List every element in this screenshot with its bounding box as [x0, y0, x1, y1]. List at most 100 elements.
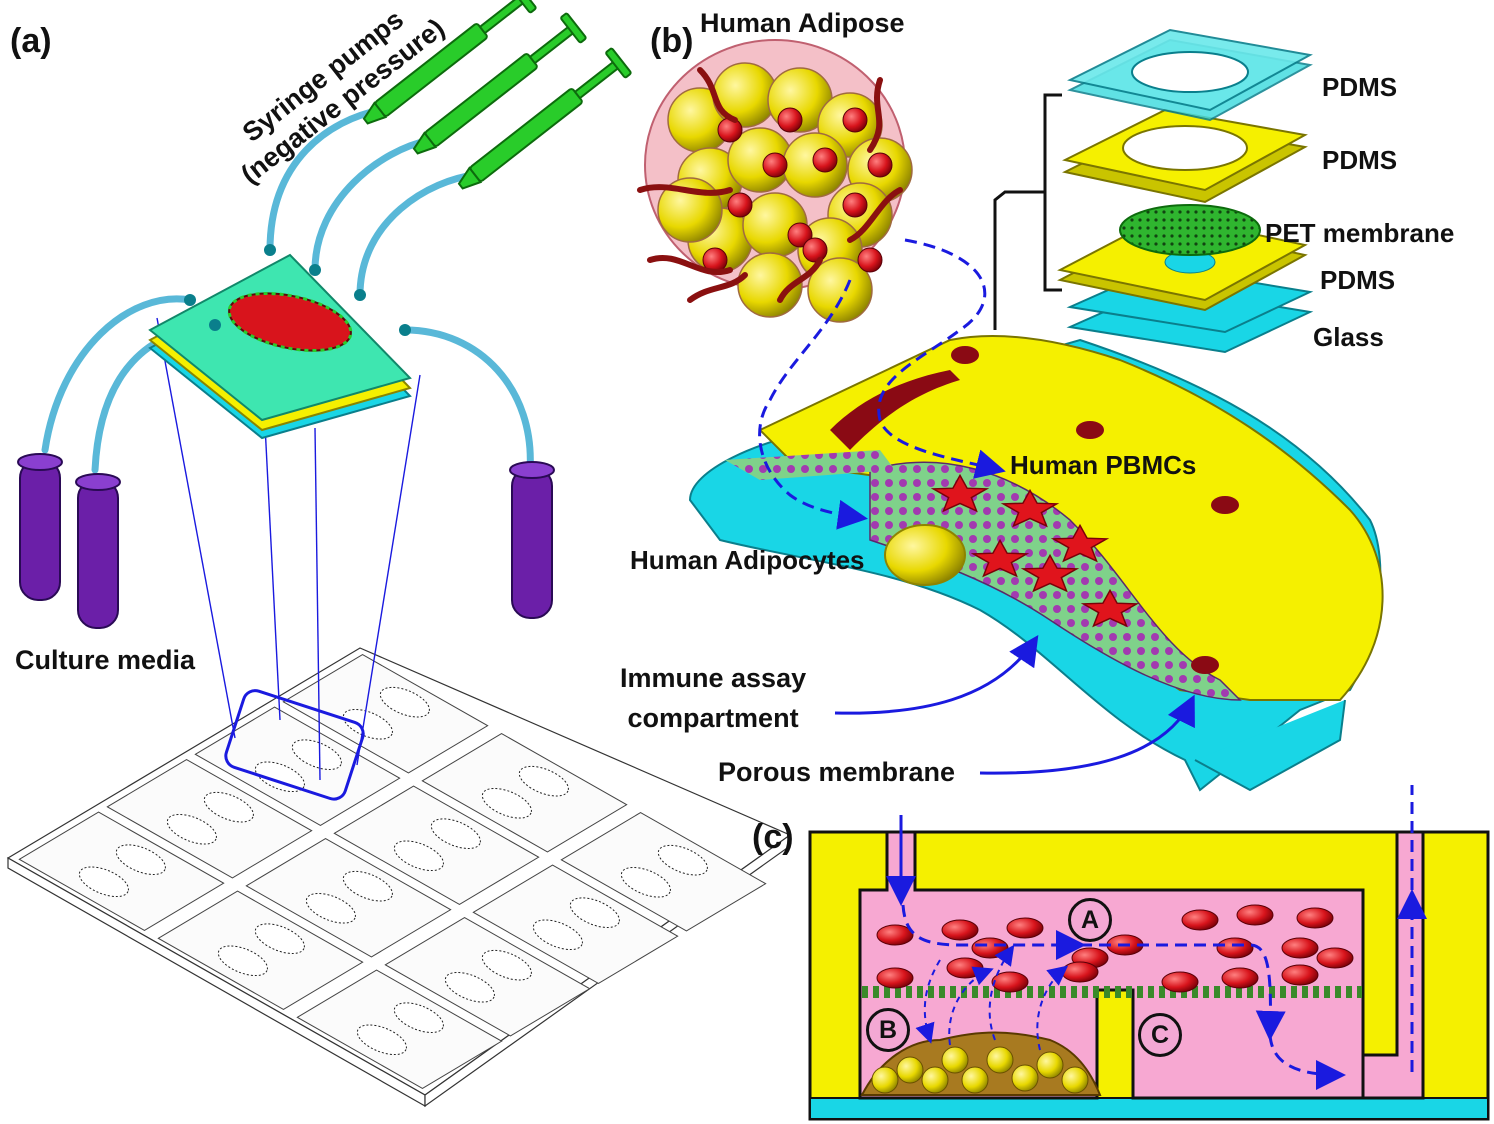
chip-tile — [194, 706, 401, 827]
vial-icon — [509, 461, 555, 619]
blood-vessel — [687, 272, 748, 303]
immune-cell — [802, 237, 828, 263]
panel-label-a: (a) — [10, 22, 52, 60]
chip-chamber-outline — [532, 919, 583, 951]
adipocyte — [941, 1046, 969, 1074]
syringe-icon — [412, 12, 587, 155]
panel-label-b: (b) — [650, 22, 694, 60]
layer-label-pdms-3: PDMS — [1320, 265, 1396, 295]
chip-chamber-outline — [115, 844, 166, 875]
chip-chamber-outline — [217, 945, 268, 977]
chip-tile — [245, 837, 452, 958]
chip-tile — [333, 785, 540, 906]
immune-cell — [1296, 907, 1334, 929]
chip-tile — [282, 653, 489, 774]
blood-vessel — [847, 187, 903, 243]
syringe-icon — [457, 47, 632, 190]
adipocyte — [871, 1066, 899, 1094]
porous-membrane-arrow — [979, 694, 1195, 775]
chip-chamber-outline — [78, 866, 129, 898]
layer-label-pet-membrane: PET membrane — [1265, 218, 1455, 248]
blood-vessel — [867, 77, 883, 153]
immune-cell — [1161, 971, 1199, 993]
culture-media-label: Culture media — [15, 645, 196, 675]
chip-chamber-outline — [444, 971, 495, 1003]
chip-chamber-outline — [481, 787, 532, 819]
porous-membrane-label: Porous membrane — [718, 757, 956, 787]
pet-membrane-layer — [1119, 204, 1261, 256]
immune-cell — [1061, 961, 1099, 983]
blood-vessel — [637, 184, 733, 196]
immune-cell — [1221, 967, 1259, 989]
immune-cell — [876, 924, 914, 946]
pbmc-cell — [930, 473, 990, 513]
chip-tile — [296, 969, 503, 1090]
panel-a-artwork — [6, 0, 792, 1108]
tubing — [41, 106, 534, 474]
chip-chamber-outline — [569, 897, 620, 928]
adipocyte — [986, 1046, 1014, 1074]
immune-cell — [787, 222, 813, 248]
chip-chamber-outline — [356, 1024, 407, 1056]
chip-tile — [421, 732, 628, 853]
flow-arrows-c — [886, 785, 1427, 1090]
chip-chamber-outline — [393, 1002, 444, 1033]
immune-cell — [842, 107, 868, 133]
adipocyte — [896, 1056, 924, 1084]
chip-tile — [384, 916, 591, 1037]
layer-bracket — [993, 93, 1062, 330]
chip-chamber-outline — [254, 761, 305, 793]
chip-chamber-outline — [342, 708, 393, 740]
chip-chamber-outline — [379, 686, 430, 718]
chip-chamber-outline — [620, 866, 671, 898]
vial-icon — [17, 453, 63, 601]
panel-label-c: (c) — [752, 818, 794, 856]
panel-b-artwork — [637, 28, 1384, 792]
immune-cell — [1316, 947, 1354, 969]
pdms-middle-layer — [1062, 108, 1308, 204]
immune-cell — [1216, 937, 1254, 959]
immune-cell — [867, 152, 893, 178]
chip-chamber-outline — [518, 765, 569, 797]
chip-chamber-outline — [657, 844, 708, 876]
chip-tile — [560, 811, 767, 932]
chip-chamber-outline — [393, 840, 444, 872]
glass-base — [809, 1097, 1489, 1120]
immune-cell — [1236, 904, 1274, 926]
single-chip-device — [148, 244, 412, 440]
immune-cell — [941, 919, 979, 941]
pdms-top-layer — [1067, 28, 1313, 122]
compartment-b-label: B — [866, 1008, 910, 1052]
adipocyte — [1036, 1051, 1064, 1079]
immune-cell — [857, 247, 883, 273]
chip-chamber-outline — [166, 813, 217, 845]
chip-array-plate — [6, 647, 792, 1108]
syringe-icon — [362, 0, 537, 125]
flow-path-adipocytes — [758, 279, 868, 530]
immune-cell — [1281, 937, 1319, 959]
chip-tile — [18, 811, 225, 932]
immune-cell — [1281, 964, 1319, 986]
vial-icon — [75, 473, 121, 629]
chip-chamber-outline — [430, 818, 481, 849]
immune-cell — [946, 957, 984, 979]
immune-cell — [717, 117, 743, 143]
immune-assay-arrow — [834, 635, 1039, 715]
adipocyte — [921, 1066, 949, 1094]
chip-tile — [472, 864, 679, 985]
compartment-c-label: C — [1138, 1013, 1182, 1057]
layer-stack — [993, 28, 1314, 354]
panel-c-artwork — [808, 785, 1490, 1121]
pbmc-cell — [1080, 588, 1140, 628]
immune-cell — [812, 147, 838, 173]
pbmc-cell — [1050, 523, 1110, 563]
chip-chamber-outline — [291, 739, 342, 770]
immune-cell — [727, 192, 753, 218]
immune-assay-line2: compartment — [627, 703, 799, 733]
immune-cell — [777, 107, 803, 133]
human-pbmcs-label: Human PBMCs — [1010, 450, 1197, 480]
blood-vessel — [697, 67, 738, 123]
pbmc-cell — [1000, 488, 1060, 528]
